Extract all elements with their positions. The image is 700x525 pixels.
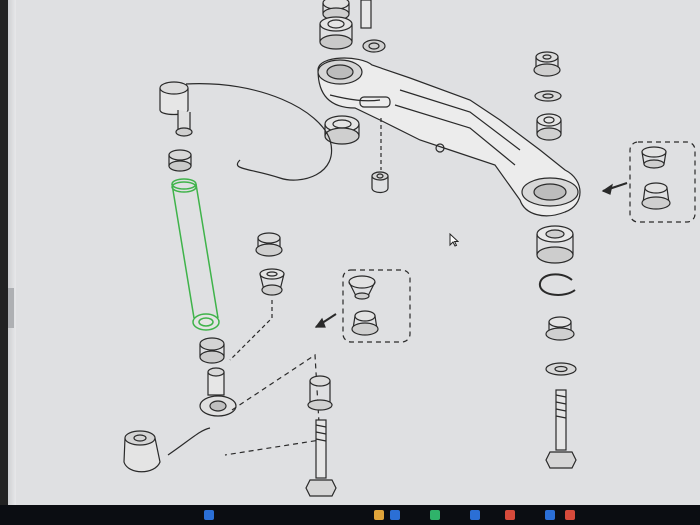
tie-rod-end-top: [159, 81, 193, 137]
arm-lower-bushing: [324, 115, 360, 145]
file-explorer-icon[interactable]: [374, 510, 384, 520]
right-long-bolt: [545, 389, 577, 469]
windows-start-icon[interactable]: [204, 510, 214, 520]
center-detail-inset: [342, 269, 411, 343]
right-bushing-top: [536, 113, 562, 141]
mouse-cursor-icon: [449, 233, 459, 247]
center-flange-nut: [255, 232, 283, 257]
top-lock-washer: [362, 39, 386, 53]
center-bushing: [259, 268, 285, 296]
mail-icon[interactable]: [390, 510, 400, 520]
linkage-curve: [185, 83, 333, 181]
tie-rod-end-bottom: [199, 367, 237, 417]
center-bottom-bolt: [305, 375, 337, 497]
steering-arm: [317, 57, 581, 217]
right-detail-inset: [629, 141, 696, 223]
left-top-nut: [168, 149, 192, 172]
edge-icon[interactable]: [430, 510, 440, 520]
right-large-bushing: [536, 225, 574, 264]
exploded-suspension-diagram: [123, 0, 696, 497]
top-bushing-2: [319, 16, 353, 50]
vertical-scrollbar-thumb[interactable]: [8, 288, 14, 328]
right-washer-2: [545, 362, 577, 376]
ball-joint-boot: [123, 430, 161, 473]
cad-drawing-viewer[interactable]: [8, 0, 700, 505]
arm-nut: [371, 171, 389, 194]
right-flange-nut: [533, 51, 561, 77]
center-leader-line: [229, 300, 273, 361]
ball-joint-curve: [167, 427, 211, 456]
word-icon[interactable]: [545, 510, 555, 520]
top-stud-bolt: [360, 0, 372, 29]
chrome-icon[interactable]: [505, 510, 515, 520]
right-circlip: [538, 273, 576, 296]
viewer-left-edge: [8, 0, 16, 505]
ball-joint-leader: [224, 353, 321, 456]
windows-taskbar: [0, 505, 700, 525]
right-washer-1: [534, 90, 562, 102]
highlighted-tie-rod-tube: [171, 178, 220, 331]
left-jam-nut: [199, 337, 225, 364]
app-icon[interactable]: [565, 510, 575, 520]
store-icon[interactable]: [470, 510, 480, 520]
right-spacer-bushing: [545, 316, 575, 341]
